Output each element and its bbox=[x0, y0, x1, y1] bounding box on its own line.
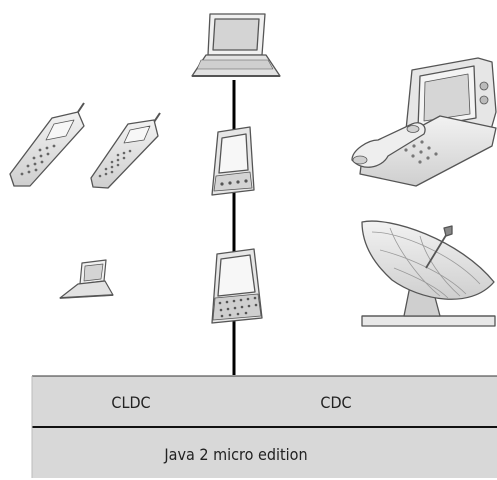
small-laptop-icon bbox=[59, 259, 114, 299]
cdc-label: CDC bbox=[320, 393, 351, 412]
cordless-phone-icon bbox=[9, 102, 85, 187]
satellite-dish-icon bbox=[361, 220, 496, 327]
pda-icon bbox=[211, 126, 255, 196]
profile-box bbox=[32, 376, 497, 426]
edition-box bbox=[32, 427, 497, 478]
laptop-icon bbox=[191, 13, 281, 77]
j2me-platform: CLDC CDC Java 2 micro edition bbox=[31, 375, 497, 478]
pda-keyboard-icon bbox=[211, 248, 263, 324]
j2me-label: Java 2 micro edition bbox=[163, 445, 307, 464]
mobile-phone-icon bbox=[90, 112, 161, 189]
cldc-label: CLDC bbox=[111, 393, 150, 412]
screen-phone-icon bbox=[351, 57, 497, 187]
